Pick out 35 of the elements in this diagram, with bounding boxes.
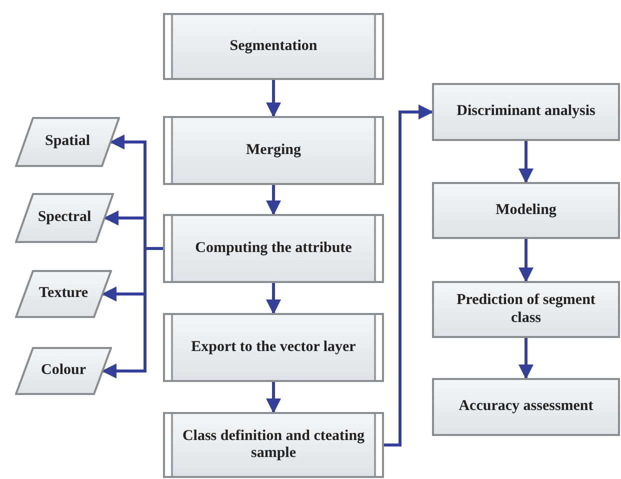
node-label: Spatial — [44, 133, 90, 151]
node-label: Export to the vector layer — [191, 338, 356, 356]
process-box — [163, 412, 384, 478]
process-box — [432, 182, 620, 239]
data-parallelogram — [15, 347, 112, 395]
process-box — [163, 313, 384, 382]
arrow — [384, 104, 434, 446]
node-label: Modeling — [496, 202, 556, 220]
process-box — [432, 378, 620, 436]
arrow — [102, 247, 163, 378]
arrow — [266, 80, 281, 118]
arrow — [518, 239, 534, 282]
node-label: Segmentation — [230, 38, 318, 56]
process-box — [163, 214, 384, 283]
node-label: Discriminant analysis — [456, 103, 596, 121]
node-label: Prediction of segment class — [456, 292, 596, 327]
arrow — [518, 141, 534, 184]
process-box — [432, 83, 620, 141]
process-box — [163, 13, 384, 80]
arrow — [266, 283, 281, 314]
process-box — [432, 281, 620, 338]
process-box — [163, 116, 384, 185]
node-label: Spectral — [38, 209, 92, 227]
node-label: Class definition and cteating sample — [181, 428, 366, 462]
node-label: Texture — [38, 285, 88, 303]
arrow — [518, 338, 534, 380]
node-label: Merging — [246, 142, 301, 160]
data-parallelogram — [15, 117, 120, 167]
arrow — [266, 185, 281, 216]
arrow — [266, 382, 281, 414]
node-label: Accuracy assessment — [458, 398, 594, 416]
data-parallelogram — [15, 270, 112, 318]
data-parallelogram — [15, 193, 114, 243]
node-label: Computing the attribute — [195, 240, 352, 258]
node-label: Colour — [41, 362, 86, 380]
